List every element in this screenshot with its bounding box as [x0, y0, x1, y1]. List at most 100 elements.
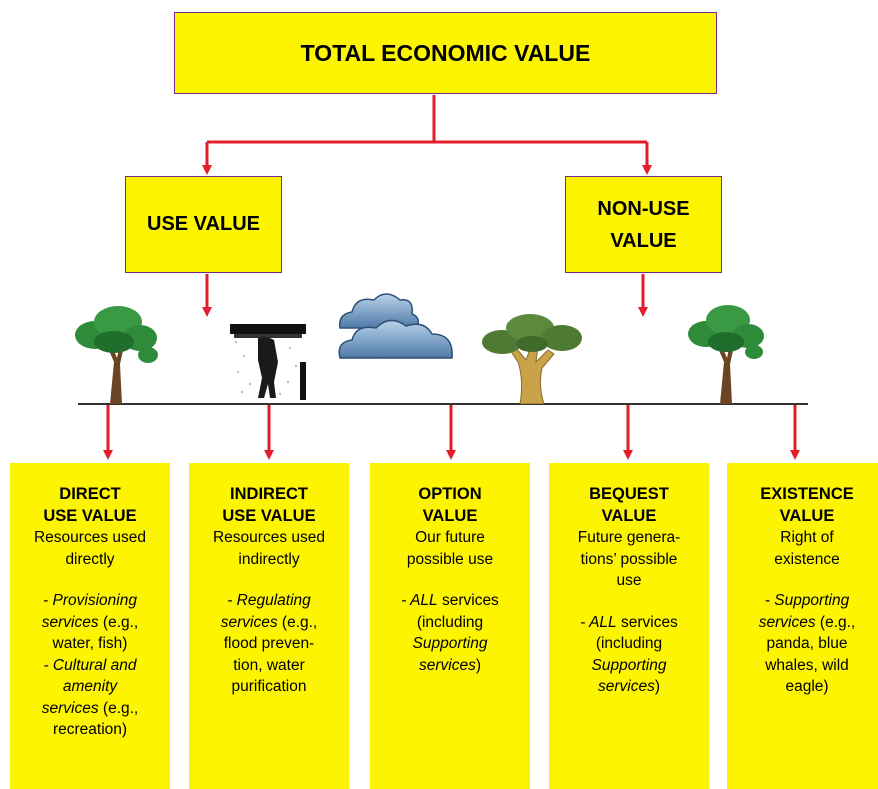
- services-text: services: [597, 678, 655, 695]
- services-text: Supporting: [412, 635, 488, 652]
- column-services-line: eagle): [727, 676, 878, 698]
- services-text: services: [418, 656, 476, 674]
- spacer: [189, 570, 349, 590]
- column-services-line: purification: [189, 676, 349, 698]
- indirect-use-value-column: INDIRECT USE VALUE Resources used indirectl…: [189, 463, 349, 789]
- services-text: whales, wild: [765, 656, 849, 674]
- column-services-line: flood preven-: [189, 633, 349, 655]
- clouds-icon: [338, 293, 453, 359]
- bequest-value-column: BEQUEST VALUE Future genera-tions’ possibl…: [549, 463, 709, 789]
- option-value-column: OPTION VALUE Our future possible use - ALL s…: [370, 463, 530, 789]
- column-description: indirectly: [238, 550, 300, 568]
- column-services-line: - Regulating: [189, 590, 349, 612]
- services-text: purification: [231, 678, 307, 695]
- column-description: use: [616, 572, 642, 589]
- non-use-value-label-line2: VALUE: [610, 229, 677, 252]
- services-text: - ALL: [401, 592, 438, 609]
- column-services-line: - Cultural and: [10, 655, 170, 677]
- services-text: eagle): [785, 678, 829, 695]
- services-text: water, fish): [52, 635, 128, 652]
- column-services-line: services (e.g.,: [10, 698, 170, 720]
- column-services-line: tion, water: [189, 655, 349, 677]
- non-use-value-label-line1: NON-USE: [597, 197, 690, 220]
- use-value-box: USE VALUE: [125, 176, 282, 273]
- services-text: - Cultural and: [43, 656, 137, 674]
- column-services-line: Supporting: [370, 633, 530, 655]
- services-text: services: [616, 613, 678, 631]
- column-services-line: Supporting: [549, 655, 709, 677]
- column-description: directly: [65, 550, 115, 568]
- column-title: DIRECT: [59, 485, 121, 503]
- column-title: INDIRECT: [230, 485, 308, 503]
- column-description: Resources used: [33, 529, 146, 546]
- use-value-label: USE VALUE: [147, 213, 260, 235]
- column-services-line: services (e.g.,: [189, 612, 349, 634]
- column-services-line: services (e.g.,: [10, 612, 170, 634]
- services-text: ): [475, 656, 482, 674]
- column-services-line: - Supporting: [727, 590, 878, 612]
- column-title: USE VALUE: [43, 507, 137, 525]
- column-services-line: amenity: [10, 676, 170, 698]
- column-title: USE VALUE: [222, 507, 316, 525]
- services-text: services: [437, 592, 499, 609]
- services-text: (including: [595, 635, 663, 652]
- column-title: VALUE: [422, 507, 478, 525]
- services-text: Provisioning: [52, 592, 137, 609]
- column-description: Resources used: [212, 529, 325, 546]
- services-text: (including: [416, 613, 484, 631]
- column-description: Our future: [415, 529, 485, 546]
- services-text: - ALL: [580, 613, 617, 631]
- total-economic-value-label: TOTAL ECONOMIC VALUE: [300, 39, 591, 66]
- services-text: ): [654, 678, 661, 695]
- services-text: (e.g.,: [98, 699, 139, 717]
- spacer: [727, 570, 878, 590]
- column-title: EXISTENCE: [760, 485, 854, 503]
- direct-use-value-column: DIRECT USE VALUE Resources used directly - P…: [10, 463, 170, 789]
- baobab-tree-icon: [482, 314, 582, 404]
- non-use-value-box: NON-USE VALUE: [565, 176, 722, 273]
- services-text: panda, blue: [766, 635, 848, 652]
- column-description: tions’ possible: [580, 550, 678, 568]
- services-text: Supporting: [591, 656, 667, 674]
- services-text: - Supporting: [764, 592, 850, 609]
- services-text: services: [220, 613, 278, 631]
- tree-icon: [75, 306, 158, 404]
- column-title: VALUE: [779, 507, 835, 525]
- column-services-line: (including: [370, 612, 530, 634]
- column-services-line: services): [370, 655, 530, 677]
- services-text: (e.g.,: [815, 613, 856, 631]
- column-services-line: - ALL services: [370, 590, 530, 612]
- tree-icon: [688, 305, 764, 404]
- column-title: VALUE: [601, 507, 657, 525]
- column-services-line: recreation): [10, 719, 170, 741]
- column-services-line: services): [549, 676, 709, 698]
- column-services-line: water, fish): [10, 633, 170, 655]
- column-services-line: panda, blue: [727, 633, 878, 655]
- services-text: tion, water: [233, 656, 305, 674]
- column-description: possible use: [406, 550, 494, 568]
- services-text: services: [758, 613, 816, 631]
- services-text: (e.g.,: [277, 613, 318, 631]
- column-services-line: whales, wild: [727, 655, 878, 677]
- spacer: [10, 570, 170, 590]
- person-in-rain-icon: [230, 322, 306, 400]
- column-description: existence: [774, 550, 840, 568]
- column-services-line: - ALL services: [549, 612, 709, 634]
- existence-value-column: EXISTENCE VALUE Right of existence - Support…: [727, 463, 878, 789]
- services-text: flood preven-: [223, 635, 315, 652]
- column-description: Right of: [780, 529, 834, 546]
- services-text: (e.g.,: [98, 613, 139, 631]
- column-description: Future genera-: [577, 529, 681, 546]
- spacer: [549, 592, 709, 612]
- services-text: services: [41, 699, 99, 717]
- spacer: [370, 570, 530, 590]
- services-text: -: [43, 592, 53, 609]
- services-text: services: [41, 613, 99, 631]
- column-title: BEQUEST: [589, 485, 669, 503]
- column-services-line: (including: [549, 633, 709, 655]
- services-text: recreation): [52, 721, 128, 738]
- services-text: - Regulating: [227, 592, 311, 609]
- column-title: OPTION: [418, 485, 482, 503]
- column-services-line: - Provisioning: [10, 590, 170, 612]
- column-services-line: services (e.g.,: [727, 612, 878, 634]
